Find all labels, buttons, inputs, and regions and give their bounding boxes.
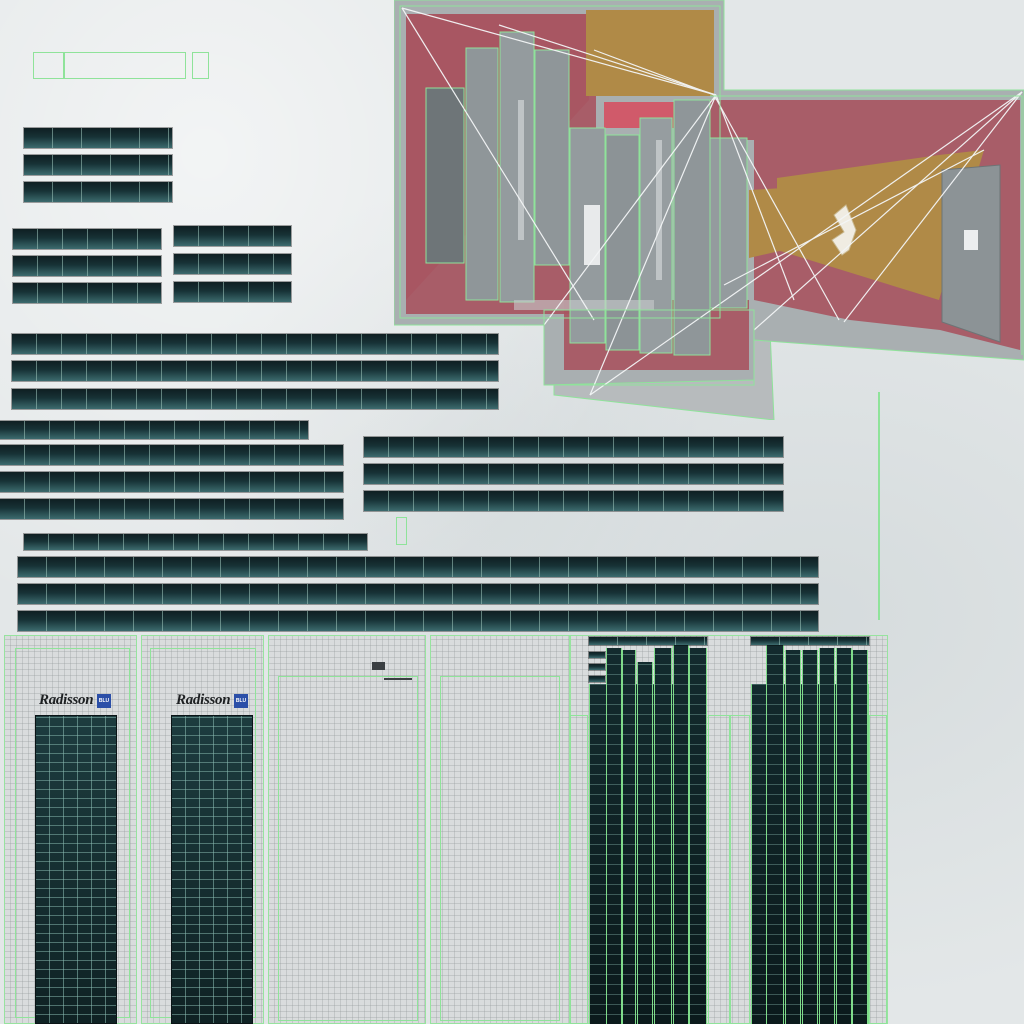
window-strip	[13, 283, 161, 303]
window-strip	[24, 155, 172, 175]
tower-glass-column	[836, 648, 852, 1024]
window-strip	[364, 491, 783, 511]
tower-ledge	[589, 637, 707, 645]
tower-glass-column	[766, 637, 784, 1024]
tower-glass-column	[622, 650, 636, 1024]
roof-plan	[394, 0, 1024, 420]
uv-outline-small	[33, 52, 186, 79]
uv-outline-inner	[730, 715, 750, 1024]
window-strip	[24, 182, 172, 202]
roof-vent	[372, 662, 385, 670]
window-strip	[24, 128, 172, 148]
facade-panel	[268, 635, 426, 1024]
hotel-glass-facade	[35, 715, 117, 1024]
window-strip	[12, 389, 498, 409]
roof-plan-drawing	[394, 0, 1024, 420]
window-strip	[0, 472, 343, 492]
uv-outline-line	[878, 392, 880, 620]
window-strip	[174, 282, 291, 302]
window-strip	[24, 534, 367, 550]
hotel-logo-badge: BLU	[97, 694, 111, 708]
window-strip	[0, 499, 343, 519]
hotel-logo-text: Radisson	[176, 692, 231, 708]
tower-glass-column	[802, 650, 818, 1024]
window-strip	[12, 334, 498, 354]
window-strip	[12, 361, 498, 381]
uv-outline-inner	[440, 676, 560, 1021]
uv-outline-inner	[278, 676, 418, 1021]
window-strip	[0, 421, 308, 439]
tower-ledge	[589, 676, 605, 682]
tower-glass-column	[654, 648, 672, 1024]
tower-ledge	[589, 664, 605, 670]
tower-glass-column	[689, 648, 707, 1024]
window-strip	[174, 226, 291, 246]
tower-glass-column	[673, 637, 689, 1024]
tower-glass-column	[819, 648, 835, 1024]
hotel-glass-facade	[171, 715, 253, 1024]
tower-glass-column	[852, 650, 868, 1024]
window-strip	[18, 611, 818, 631]
uv-outline-small	[63, 52, 65, 79]
tower-glass-column	[637, 662, 653, 1024]
uv-outline-inner	[708, 715, 730, 1024]
uv-outline-inner	[570, 715, 588, 1024]
hotel-logo-text: Radisson	[39, 692, 94, 708]
window-strip	[18, 584, 818, 604]
tower-ledge	[751, 637, 869, 645]
uv-outline-small	[396, 517, 407, 545]
window-strip	[364, 437, 783, 457]
window-strip	[13, 256, 161, 276]
tower-glass-column	[785, 650, 801, 1024]
window-strip	[0, 445, 343, 465]
facade-panel	[430, 635, 570, 1024]
window-strip	[18, 557, 818, 577]
roof-vent	[384, 678, 412, 680]
window-strip	[13, 229, 161, 249]
hotel-logo-badge: BLU	[234, 694, 248, 708]
window-strip	[364, 464, 783, 484]
tower-glass-column	[606, 648, 622, 1024]
uv-outline-inner	[869, 715, 887, 1024]
window-strip	[174, 254, 291, 274]
uv-outline-small	[192, 52, 209, 79]
tower-ledge	[589, 652, 605, 658]
